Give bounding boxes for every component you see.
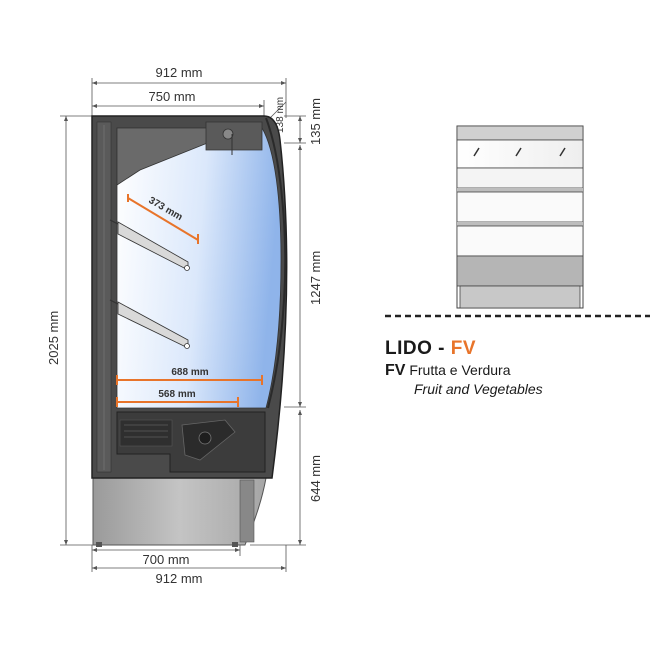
variant-name-it: Frutta e Verdura (409, 362, 511, 378)
dim-display-height: 1247 mm (308, 251, 323, 305)
dimension-arrowheads (64, 81, 302, 570)
model-name: LIDO (385, 338, 433, 359)
canopy (116, 121, 263, 186)
variant-code: FV (385, 362, 406, 379)
dim-display-depth: 688 mm (171, 367, 208, 378)
dim-base-height: 644 mm (308, 455, 323, 502)
dim-top-inner-width: 750 mm (149, 89, 196, 104)
dim-total-height: 2025 mm (46, 311, 61, 365)
variant-line-it: FV Frutta e Verdura (385, 362, 543, 380)
shelf-lower (109, 299, 190, 349)
model-title: LIDO - FV (385, 338, 543, 360)
dim-top-outer-width: 912 mm (156, 65, 203, 80)
shelf-upper (109, 219, 190, 271)
dim-small-offset: 138 mm (275, 97, 286, 133)
model-variant: FV (450, 338, 477, 359)
dim-top-height: 135 mm (308, 98, 323, 145)
model-separator: - (432, 338, 451, 359)
display-glass (116, 127, 282, 409)
cabinet-base (92, 477, 267, 547)
dim-bottom-inner-width: 700 mm (143, 552, 190, 567)
dim-bottom-outer-width: 912 mm (156, 571, 203, 586)
model-legend: LIDO - FV FV Frutta e Verdura Fruit and … (385, 338, 543, 397)
front-view-cabinet (456, 125, 584, 309)
machine-compartment (116, 411, 266, 473)
dimension-lines (60, 78, 306, 572)
orange-measure-lines (116, 194, 263, 407)
dim-base-shelf-depth: 568 mm (158, 389, 195, 400)
variant-name-en: Fruit and Vegetables (414, 381, 543, 397)
front-glass-edge (265, 117, 287, 409)
